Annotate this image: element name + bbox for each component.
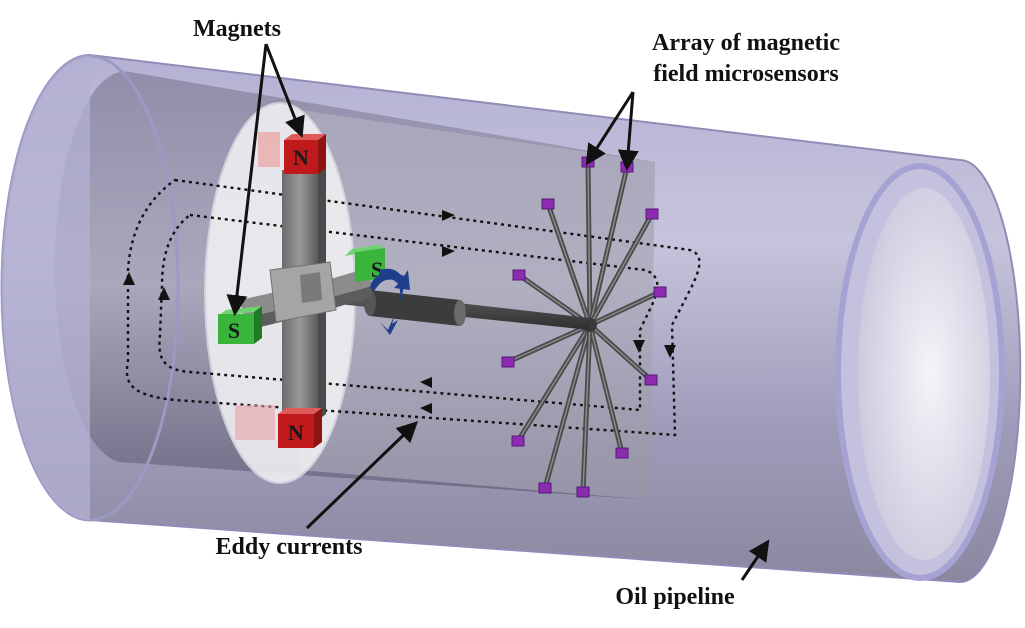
microsensor-tip <box>576 486 590 498</box>
ghost-north-magnet-bottom <box>235 405 275 440</box>
rotating-shaft <box>300 285 590 330</box>
label-eddy-currents: Eddy currents <box>216 534 363 560</box>
sensor-spoke-highlight <box>587 161 591 326</box>
array-arrow-left <box>585 91 635 166</box>
microsensor-tip <box>645 208 659 220</box>
pipeline-arrow <box>740 539 770 581</box>
label-oil-pipeline: Oil pipeline <box>615 584 735 610</box>
sensor-spoke-highlight <box>589 291 661 326</box>
eddy-direction-arrows <box>123 210 676 414</box>
magnetic-field-microsensor-array <box>501 156 667 498</box>
ghost-north-magnet-top <box>258 132 280 167</box>
north-magnet-bottom-letter: N <box>288 420 304 445</box>
sensor-spoke-highlight <box>517 324 591 442</box>
microsensor-tip <box>653 286 667 298</box>
microsensor-tip <box>541 198 555 210</box>
sensor-spoke-highlight <box>589 213 653 326</box>
north-magnet-bottom: N <box>278 408 322 448</box>
north-magnet-top: N <box>284 134 326 174</box>
labels: Magnets Array of magnetic field microsen… <box>193 16 840 610</box>
microsensor-tip <box>644 374 658 386</box>
eddy-loop-inner <box>158 213 659 412</box>
magnets-arrow-top <box>264 43 305 138</box>
south-magnet-left: S <box>218 306 262 344</box>
sensor-spoke-highlight <box>589 324 652 381</box>
sensor-spoke-highlight <box>547 203 591 326</box>
label-array-line2: field microsensors <box>653 61 839 87</box>
microsensor-tip <box>501 356 515 368</box>
magnets-arrow-left <box>226 43 268 317</box>
label-array-line1: Array of magnetic <box>652 30 840 56</box>
sensor-spoke-highlight <box>582 324 591 493</box>
label-magnets: Magnets <box>193 16 281 42</box>
sensor-spoke-highlight <box>589 324 623 454</box>
sensor-spoke-highlight <box>589 166 628 326</box>
sensor-spoke-highlight <box>544 324 591 489</box>
north-magnet-top-letter: N <box>293 145 309 170</box>
sensor-spoke-highlight <box>507 324 591 363</box>
rotation-arrow <box>370 268 410 335</box>
array-arrow-right <box>617 91 639 172</box>
south-magnet-left-letter: S <box>228 318 240 343</box>
eddy-arrow <box>305 421 419 530</box>
microsensor-tip <box>511 435 525 447</box>
microsensor-tip <box>615 447 629 459</box>
microsensor-tip <box>538 482 552 494</box>
eddy-current-loops <box>125 178 701 437</box>
leader-arrows <box>226 43 770 581</box>
microsensor-tip <box>512 269 526 281</box>
